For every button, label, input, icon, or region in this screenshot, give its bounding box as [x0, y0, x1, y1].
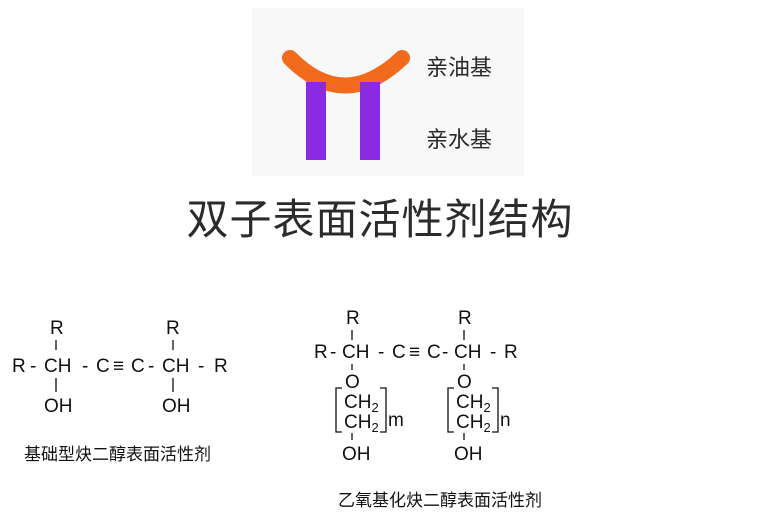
- bond-dash: -: [378, 342, 384, 363]
- atom-r-left: R: [12, 356, 26, 377]
- bond-dash: -: [442, 342, 448, 363]
- atom-r-top-left: R: [346, 308, 360, 329]
- repeat-index-m: m: [388, 410, 404, 431]
- ch2-group: CH2: [456, 392, 491, 415]
- atom-oh-left: OH: [44, 396, 73, 417]
- atom-o-left: O: [345, 372, 360, 393]
- atom-c1: C: [96, 356, 110, 377]
- atom-r-left: R: [314, 342, 328, 363]
- oleophilic-label: 亲油基: [426, 56, 493, 81]
- atom-o-right: O: [457, 372, 472, 393]
- atom-oh-left: OH: [342, 444, 371, 465]
- hydrophilic-head-right: [360, 82, 380, 160]
- atom-c2: C: [131, 356, 145, 377]
- atom-oh-right: OH: [454, 444, 483, 465]
- repeat-bracket-right-open: [447, 387, 454, 433]
- oleophilic-tail-arc: [282, 50, 410, 94]
- hydrophilic-head-left: [306, 82, 326, 160]
- repeat-bracket-right-close: [492, 387, 499, 433]
- bond-dash: -: [490, 342, 496, 363]
- atom-r-top-right: R: [458, 308, 472, 329]
- gemini-schematic-panel: [252, 8, 524, 176]
- atom-ch-right: CH: [162, 356, 189, 377]
- caption-ethoxylated-acetylenic-diol: 乙氧基化炔二醇表面活性剂: [338, 491, 542, 511]
- bond-dash: -: [148, 356, 154, 377]
- atom-c2: C: [427, 342, 441, 363]
- atom-oh-right: OH: [162, 396, 191, 417]
- repeat-bracket-left-open: [335, 387, 342, 433]
- atom-r-right: R: [214, 356, 228, 377]
- page-title: 双子表面活性剂结构: [186, 195, 574, 244]
- atom-ch-left: CH: [44, 356, 71, 377]
- atom-ch-right: CH: [454, 342, 481, 363]
- ethoxylated-acetylenic-diol-structure: R R R - CH - C ≡ C - CH - R O O CH2 CH2 …: [314, 308, 518, 465]
- atom-ch-left: CH: [342, 342, 369, 363]
- bond-dash: -: [330, 342, 336, 363]
- triple-bond: ≡: [409, 342, 420, 363]
- repeat-index-n: n: [500, 410, 511, 431]
- ch2-group: CH2: [456, 412, 491, 435]
- triple-bond: ≡: [113, 356, 124, 377]
- ch2-group: CH2: [344, 412, 379, 435]
- repeat-bracket-left-close: [380, 387, 387, 433]
- gemini-schematic-icon: [282, 50, 410, 160]
- basic-acetylenic-diol-structure: R R R - CH - C ≡ C - CH - R OH OH: [12, 318, 228, 417]
- bond-dash: -: [198, 356, 204, 377]
- atom-c1: C: [392, 342, 406, 363]
- bond-dash: -: [30, 356, 36, 377]
- ch2-group: CH2: [344, 392, 379, 415]
- hydrophilic-label: 亲水基: [426, 128, 493, 153]
- caption-basic-acetylenic-diol: 基础型炔二醇表面活性剂: [24, 445, 211, 465]
- atom-r-right: R: [504, 342, 518, 363]
- atom-r-top-left: R: [50, 318, 64, 339]
- bond-dash: -: [82, 356, 88, 377]
- atom-r-top-right: R: [166, 318, 180, 339]
